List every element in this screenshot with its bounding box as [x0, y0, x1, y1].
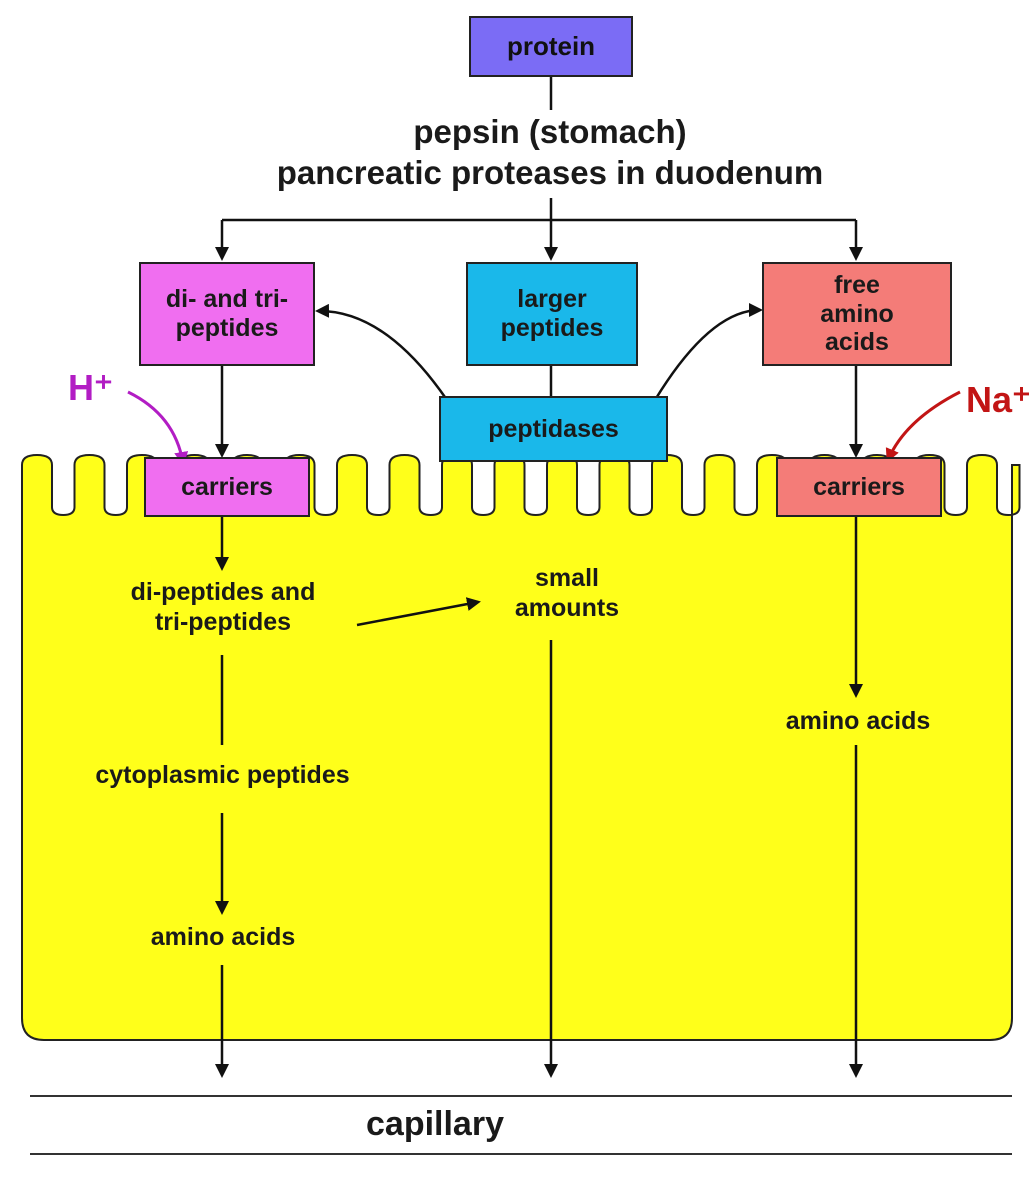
- h-ion-label: H⁺: [68, 367, 113, 408]
- carriers-right-box: carriers: [776, 457, 942, 517]
- amino-acids-right-label: amino acids: [785, 707, 931, 735]
- enzyme-label-pancreatic: pancreatic proteases in duodenum: [276, 154, 824, 191]
- enterocyte-cell: [21, 453, 1021, 1041]
- dipeptides-tripeptides-label: di-peptides and tri-peptides: [130, 578, 316, 636]
- free-amino-acids-box: free amino acids: [762, 262, 952, 366]
- enzyme-label-pepsin: pepsin (stomach): [413, 113, 687, 150]
- carriers-left-box: carriers: [144, 457, 310, 517]
- na-ion-arrow: [885, 390, 961, 463]
- protein-box: protein: [469, 16, 633, 77]
- dipeptides-to-small-arrow: [356, 597, 481, 627]
- na-ion-label: Na⁺: [966, 379, 1029, 420]
- amino-acids-left-label: amino acids: [150, 923, 296, 951]
- peptidases-to-free-arrow: [653, 303, 763, 401]
- peptidases-to-di-tri-arrow: [315, 303, 449, 401]
- di-tri-peptides-box: di- and tri- peptides: [139, 262, 315, 366]
- small-amounts-label: small amounts: [514, 564, 620, 622]
- larger-peptides-box: larger peptides: [466, 262, 638, 366]
- cytoplasmic-peptides-label: cytoplasmic peptides: [95, 761, 350, 789]
- peptidases-box: peptidases: [439, 396, 668, 462]
- h-ion-arrow: [127, 390, 189, 466]
- capillary-label: capillary: [366, 1105, 504, 1143]
